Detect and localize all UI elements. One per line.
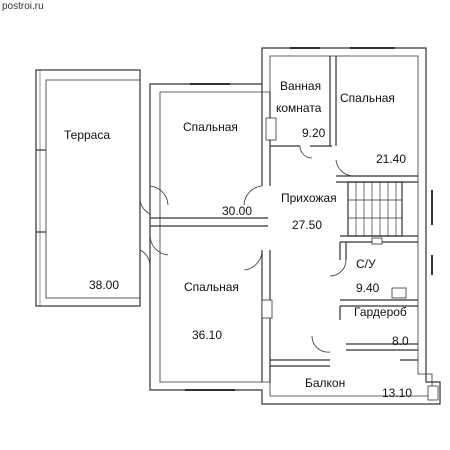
terrace-label: Терраса (64, 128, 111, 142)
hallway-label: Прихожая (281, 191, 337, 205)
hallway-area: 27.50 (292, 218, 323, 232)
bedroom2-label: Спальная (340, 91, 395, 105)
bathroom-area: 9.20 (302, 126, 326, 140)
wardrobe-area: 8.0 (392, 334, 409, 348)
bathroom-label-line1: Ванная (280, 79, 322, 93)
bedroom3-label: Спальная (184, 280, 239, 294)
wc-label: С/У (356, 257, 376, 271)
wardrobe-label: Гардероб (354, 305, 407, 319)
terrace-outline (35, 69, 141, 307)
bedroom1-label: Спальная (183, 120, 238, 134)
bedroom1-area: 30.00 (222, 204, 253, 218)
wc-area: 9.40 (356, 281, 380, 295)
terrace-area: 38.00 (89, 278, 120, 292)
balcony-label: Балкон (305, 376, 346, 390)
watermark: postroi.ru (2, 1, 44, 12)
bathroom-label-line2: комната (276, 101, 322, 115)
balcony-area: 13.10 (382, 386, 413, 400)
bedroom3-area: 36.10 (192, 328, 223, 342)
bedroom2-area: 21.40 (376, 152, 407, 166)
